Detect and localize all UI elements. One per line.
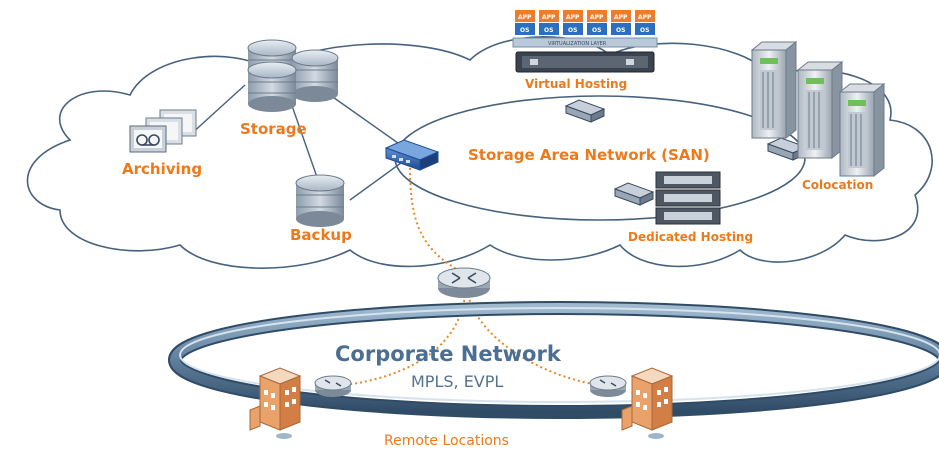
tape-archive-icon (129, 109, 197, 153)
archiving-label: Archiving (122, 160, 202, 178)
virtualization-layer-bar (512, 37, 658, 48)
corporate-network-label: Corporate Network (335, 342, 562, 366)
rack-server-icon (655, 171, 721, 225)
san-label: Storage Area Network (SAN) (468, 146, 710, 164)
colocation-label: Colocation (802, 178, 873, 192)
office-building-icon (249, 367, 302, 439)
office-building-icon (621, 367, 674, 439)
virtualization-layer-label: VIRTUALIZATION LAYER (548, 41, 607, 47)
router-icon (437, 267, 491, 298)
hosting-rack-icon (515, 51, 655, 73)
app-label-3: APP (566, 14, 580, 21)
virtualization-stack-icon: APP APP APP APP APP APP OS OS OS OS OS O… (512, 10, 658, 73)
backup-disk-icon (295, 174, 345, 227)
app-label-6: APP (638, 14, 652, 21)
san-switch-icon (564, 99, 606, 123)
virtual-hosting-label: Virtual Hosting (525, 77, 627, 91)
app-os-columns (515, 10, 655, 35)
os-label-6: OS (640, 27, 649, 34)
app-label-1: APP (518, 14, 532, 21)
san-switch-icon (613, 182, 655, 206)
server-tower-icon (750, 40, 886, 178)
os-label-1: OS (520, 27, 529, 34)
os-label-2: OS (544, 27, 553, 34)
backup-label: Backup (290, 226, 352, 244)
dedicated-hosting-label: Dedicated Hosting (628, 230, 753, 244)
remote-router-icon (589, 375, 627, 397)
corporate-network-sublabel: MPLS, EVPL (411, 372, 503, 391)
os-label-4: OS (592, 27, 601, 34)
app-label-2: APP (542, 14, 556, 21)
app-label-5: APP (614, 14, 628, 21)
app-label-4: APP (590, 14, 604, 21)
storage-disks-icon (247, 39, 339, 112)
corporate-ring (168, 301, 939, 419)
remote-router-icon (314, 375, 352, 397)
storage-label: Storage (240, 120, 307, 138)
storage-links (189, 84, 406, 201)
remote-locations-label: Remote Locations (384, 433, 509, 449)
os-label-3: OS (568, 27, 577, 34)
os-label-5: OS (616, 27, 625, 34)
switch-icon (384, 139, 440, 171)
